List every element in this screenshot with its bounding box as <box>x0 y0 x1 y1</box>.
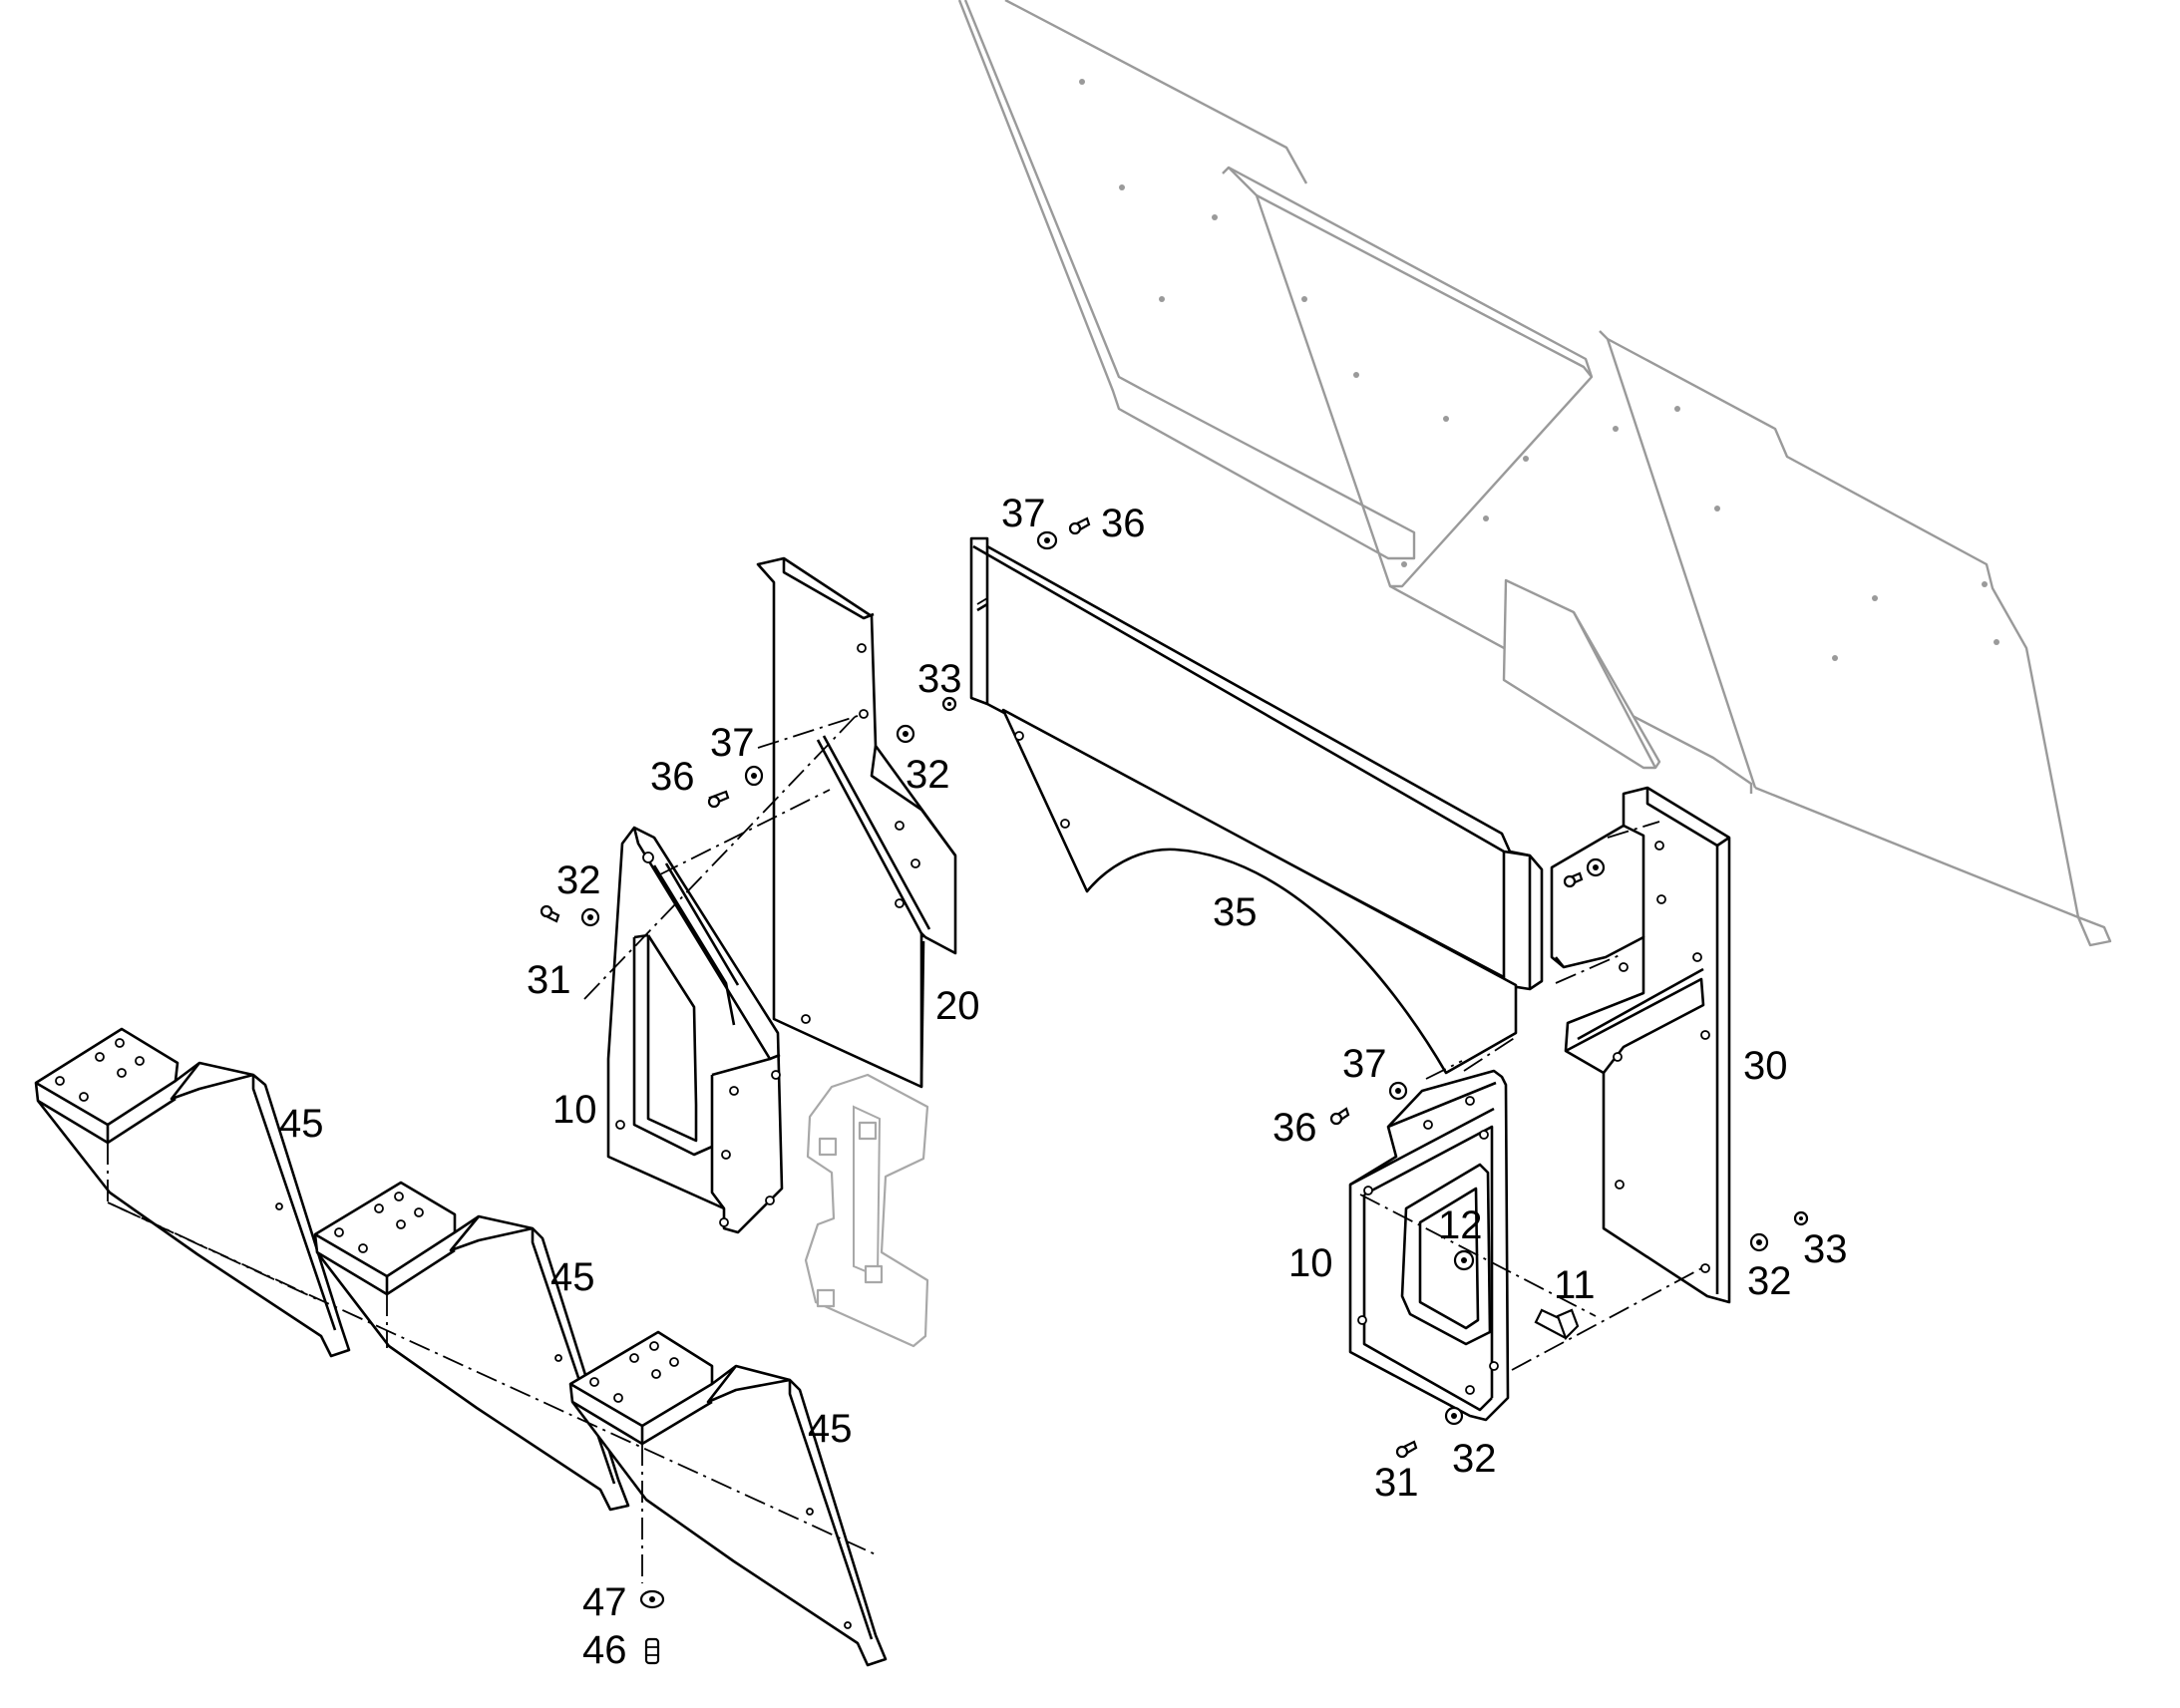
callout-31-left: 31 <box>527 958 571 1002</box>
background-panel-right <box>1599 330 2112 947</box>
background-panels <box>957 0 2112 947</box>
part-45-support-b <box>313 1181 630 1512</box>
bolt-31-left <box>540 904 560 923</box>
nut-33-right <box>1793 1210 1809 1226</box>
callout-33-right: 33 <box>1803 1227 1848 1271</box>
nut-33-left <box>941 696 957 712</box>
background-panel-middle <box>1222 166 1753 794</box>
callout-20: 20 <box>935 984 980 1028</box>
callout-31-right: 31 <box>1374 1461 1419 1505</box>
part-30-bracket <box>1550 786 1731 1304</box>
bolt-46 <box>644 1637 660 1665</box>
callout-32-left-upper: 32 <box>906 753 950 797</box>
bolt-36-left <box>707 790 730 809</box>
callout-12: 12 <box>1438 1203 1483 1247</box>
bolt-31-right <box>1395 1440 1418 1459</box>
callout-37-right: 37 <box>1342 1042 1387 1086</box>
ghost-bracket <box>804 1073 929 1348</box>
part-10-right-frame <box>1348 1069 1510 1422</box>
callout-32-right-lower: 32 <box>1452 1437 1497 1481</box>
background-panel-left <box>957 0 1416 560</box>
part-10-left-frame <box>606 826 784 1234</box>
callout-36-left: 36 <box>650 755 695 799</box>
washer-37-top <box>1036 530 1058 550</box>
washer-32-left-mid <box>580 907 600 927</box>
callout-47: 47 <box>582 1580 627 1624</box>
assembly-axes <box>107 597 1706 1583</box>
part-45-support-a <box>34 1027 351 1358</box>
washer-47 <box>639 1589 665 1609</box>
callout-35: 35 <box>1213 890 1258 934</box>
callout-32-left-mid: 32 <box>556 858 601 902</box>
bolt-11 <box>1534 1308 1580 1340</box>
callout-36-right: 36 <box>1272 1106 1317 1150</box>
callout-11: 11 <box>1554 1263 1596 1307</box>
background-deflector <box>1502 578 1661 770</box>
callout-30: 30 <box>1743 1044 1788 1088</box>
bolt-36-top <box>1068 516 1091 535</box>
part-45-support-c <box>568 1330 888 1667</box>
washer-37-right <box>1388 1081 1408 1101</box>
callout-37-left: 37 <box>710 721 755 765</box>
callout-10-right: 10 <box>1288 1241 1333 1285</box>
callout-45-a: 45 <box>279 1102 324 1146</box>
callout-37-top: 37 <box>1001 492 1046 535</box>
bolt-right-top <box>1563 871 1584 888</box>
callout-32-right-mid: 32 <box>1747 1259 1792 1303</box>
callout-45-c: 45 <box>808 1407 853 1451</box>
washer-32-left-upper <box>896 724 915 744</box>
washer-right-top <box>1586 857 1606 877</box>
callout-10-left: 10 <box>552 1088 597 1132</box>
callout-45-b: 45 <box>550 1255 595 1299</box>
part-35-cover <box>969 536 1544 1075</box>
callouts: 37 36 33 37 32 36 32 31 20 10 35 30 37 3… <box>279 492 1848 1672</box>
part-20-bracket <box>756 556 957 1089</box>
callout-36-top: 36 <box>1101 502 1146 545</box>
bolt-36-right <box>1329 1107 1350 1126</box>
fasteners <box>540 516 1809 1665</box>
washer-12 <box>1453 1249 1475 1271</box>
washer-32-right-lower <box>1444 1406 1464 1426</box>
washer-37-left <box>744 765 764 787</box>
callout-46: 46 <box>582 1628 627 1672</box>
washer-32-right-mid <box>1749 1232 1769 1252</box>
callout-33-left: 33 <box>917 657 962 701</box>
